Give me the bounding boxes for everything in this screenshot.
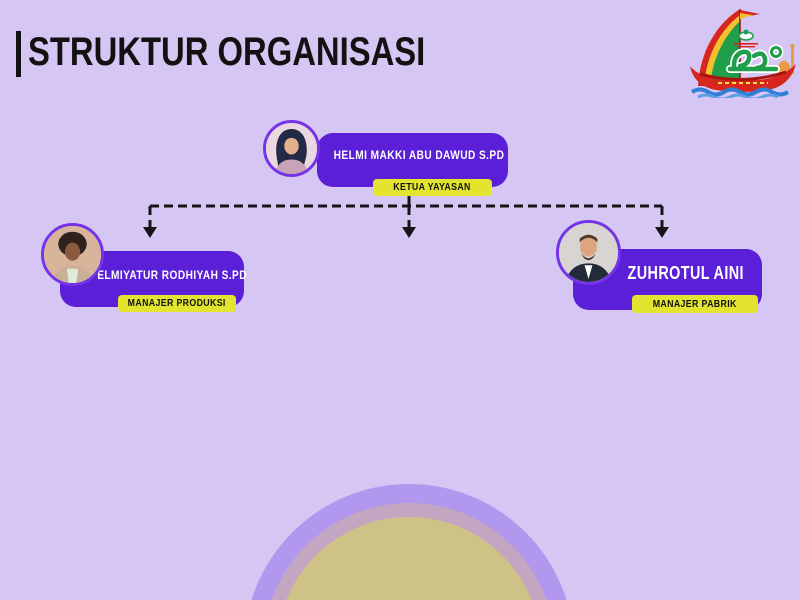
page-title: STRUKTUR ORGANISASI [28, 30, 426, 74]
arrow-down-left [143, 227, 157, 238]
org-node-name: HELMI MAKKI ABU DAWUD S.PD [333, 150, 505, 162]
organization-logo [688, 6, 798, 101]
avatar-man-in-suit [559, 223, 618, 282]
org-node-ketua-yayasan [317, 133, 508, 187]
org-node-role-badge: KETUA YAYASAN [373, 179, 492, 196]
org-node-name: ZUHROTUL AINI [627, 262, 745, 283]
avatar-woman-in-hijab [266, 123, 317, 174]
avatar-woman-curly-hair [44, 226, 101, 283]
arrow-down-center [402, 227, 416, 238]
org-node-role-badge: MANAJER PABRIK [632, 295, 758, 313]
title-accent-bar [16, 31, 21, 77]
photo-ketua-yayasan [263, 120, 320, 177]
org-node-name: ELMIYATUR RODHIYAH S.PD [97, 270, 247, 282]
org-node-role-badge: MANAJER PRODUKSI [118, 295, 236, 312]
photo-manajer-produksi [41, 223, 104, 286]
boat-logo-graphic [690, 9, 796, 101]
photo-manajer-pabrik [556, 220, 621, 285]
arrow-down-right [655, 227, 669, 238]
